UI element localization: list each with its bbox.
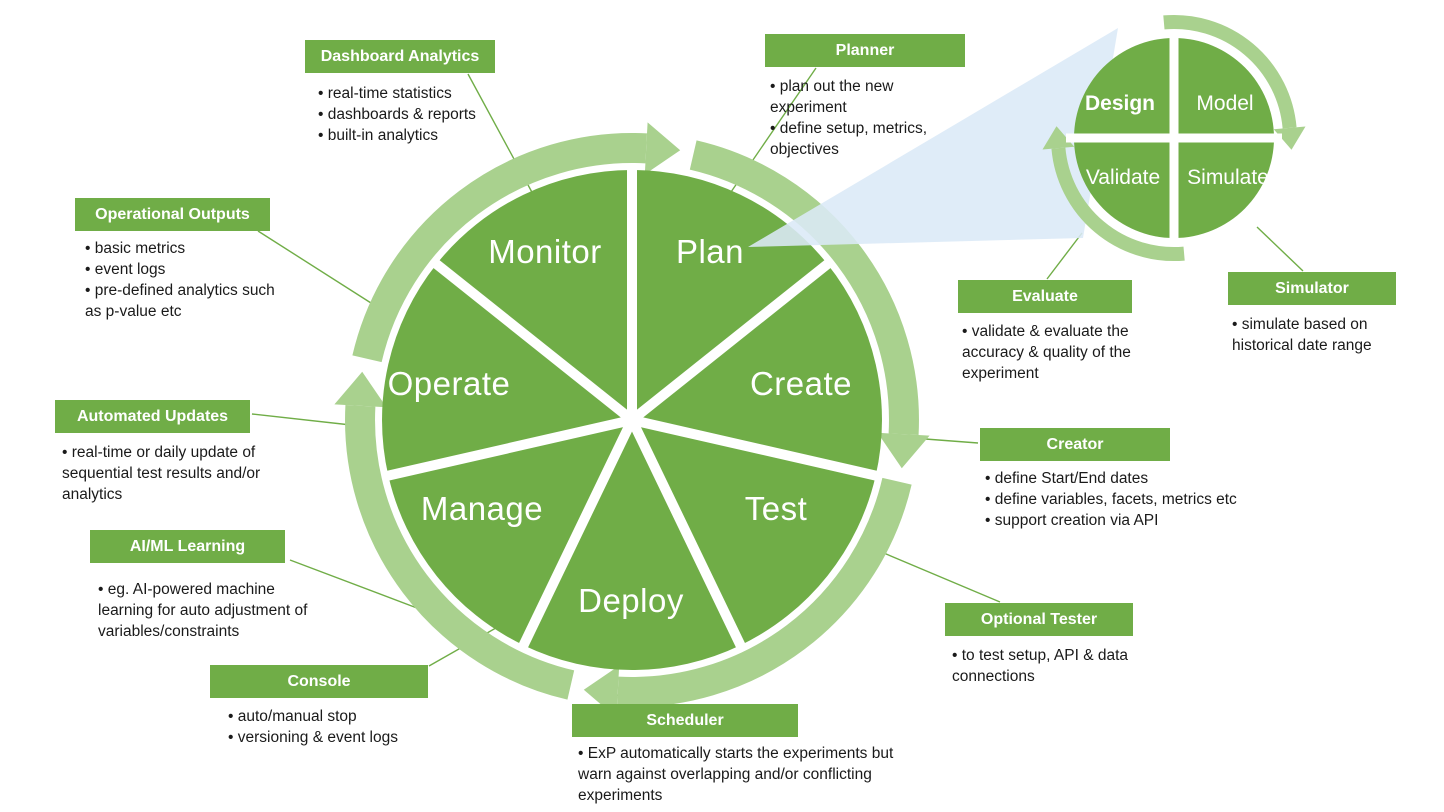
bullet-line: • validate & evaluate the accuracy & qua… [962, 323, 1131, 382]
callout-aiml-learning: AI/ML Learning • eg. AI-powered machine … [90, 530, 328, 642]
bullet-line: • support creation via API [985, 512, 1159, 529]
callout-title: AI/ML Learning [90, 530, 285, 563]
bullet-line: • plan out the new experiment [770, 78, 894, 116]
bullet-line: • ExP automatically starts the experimen… [578, 745, 894, 804]
callout-bullets: • simulate based on historical date rang… [1232, 314, 1417, 356]
bullet-line: • event logs [85, 261, 166, 278]
rotation-arc [617, 477, 912, 707]
bullet-line: • basic metrics [85, 240, 186, 257]
zoom-beam [748, 28, 1118, 247]
connector-automated [251, 413, 352, 426]
wheel-label-monitor: Monitor [488, 233, 602, 270]
callout-bullets: • eg. AI-powered machine learning for au… [98, 579, 328, 642]
rotation-arrow-icon [334, 371, 387, 408]
callout-optional-tester: Optional Tester • to test setup, API & d… [945, 603, 1133, 687]
bullet-line: • to test setup, API & data connections [952, 647, 1129, 685]
callout-bullets: • plan out the new experiment • define s… [770, 76, 940, 160]
connector-operational [257, 230, 372, 304]
connector-evaluate [1046, 232, 1083, 280]
callout-bullets: • basic metrics • event logs • pre-defin… [85, 238, 290, 322]
callout-bullets: • real-time or daily update of sequentia… [62, 442, 267, 505]
wheel-segments [382, 169, 882, 670]
callout-creator: Creator • define Start/End dates • defin… [980, 428, 1285, 531]
bullet-line: • versioning & event logs [228, 729, 398, 746]
callout-dashboard-analytics: Dashboard Analytics • real-time statisti… [305, 40, 518, 146]
bullet-line: • define setup, metrics, objectives [770, 120, 928, 158]
callout-title: Console [210, 665, 428, 698]
wheel-segment-monitor [436, 169, 632, 420]
callout-title: Optional Tester [945, 603, 1133, 636]
callout-title: Automated Updates [55, 400, 250, 433]
callout-console: Console • auto/manual stop • versioning … [210, 665, 448, 748]
callout-bullets: • real-time statistics • dashboards & re… [318, 83, 518, 146]
bullet-line: • built-in analytics [318, 127, 439, 144]
callout-bullets: • auto/manual stop • versioning & event … [228, 706, 448, 748]
wheel-segment-manage [388, 420, 632, 646]
bullet-line: • pre-defined analytics such as p-value … [85, 282, 275, 320]
callout-scheduler: Scheduler • ExP automatically starts the… [572, 704, 928, 806]
mini-label-design: Design [1085, 92, 1155, 115]
mini-rotation-arrow-icon [1273, 126, 1306, 150]
callout-automated-updates: Automated Updates • real-time or daily u… [55, 400, 267, 505]
wheel-segment-deploy [523, 420, 741, 670]
mini-quadrant-simulate [1174, 138, 1274, 238]
mini-rotation-arc [1051, 147, 1185, 262]
rotation-arc [345, 405, 575, 700]
mini-wheel: Design Model Validate Simulate [1042, 14, 1306, 262]
rotation-arc [352, 133, 647, 363]
wheel-segment-create [632, 264, 882, 476]
bullet-line: • auto/manual stop [228, 708, 357, 725]
bullet-line: • eg. AI-powered machine learning for au… [98, 581, 308, 640]
wheel-label-operate: Operate [388, 365, 511, 402]
wheel-segment-test [632, 420, 876, 646]
callout-simulator: Simulator • simulate based on historical… [1228, 272, 1417, 356]
mini-label-simulate: Simulate [1187, 166, 1269, 189]
callout-title: Operational Outputs [75, 198, 270, 231]
wheel-label-manage: Manage [421, 490, 543, 527]
rotation-arrow-icon [644, 122, 681, 175]
connector-tester [878, 550, 1001, 603]
connector-simulator [1256, 226, 1304, 272]
rotation-arrow-icon [877, 432, 930, 469]
bullet-line: • define Start/End dates [985, 470, 1149, 487]
bullet-line: • dashboards & reports [318, 106, 476, 123]
mini-quadrant-design [1074, 38, 1174, 138]
callout-bullets: • define Start/End dates • define variab… [985, 468, 1285, 531]
wheel-rotation-ring [334, 122, 930, 718]
callout-operational-outputs: Operational Outputs • basic metrics • ev… [75, 198, 290, 322]
callout-title: Dashboard Analytics [305, 40, 495, 73]
callout-planner: Planner • plan out the new experiment • … [765, 34, 965, 160]
bullet-line: • real-time statistics [318, 85, 452, 102]
callout-title: Creator [980, 428, 1170, 461]
rotation-arc [689, 140, 919, 435]
wheel-separators [383, 166, 881, 651]
mini-label-model: Model [1196, 92, 1253, 115]
mini-rotation-arrow-icon [1042, 126, 1075, 150]
mini-label-validate: Validate [1086, 166, 1160, 189]
wheel-label-create: Create [750, 365, 852, 402]
callout-title: Scheduler [572, 704, 798, 737]
callout-bullets: • validate & evaluate the accuracy & qua… [962, 321, 1172, 384]
callout-bullets: • ExP automatically starts the experimen… [578, 743, 928, 806]
callout-title: Evaluate [958, 280, 1132, 313]
callout-title: Planner [765, 34, 965, 67]
mini-rotation-arc [1163, 14, 1297, 129]
bullet-line: • define variables, facets, metrics etc [985, 491, 1237, 508]
bullet-line: • simulate based on historical date rang… [1232, 316, 1372, 354]
wheel-labels: Plan Create Test Deploy Manage Operate M… [388, 233, 852, 619]
wheel-label-deploy: Deploy [578, 582, 684, 619]
bullet-line: • real-time or daily update of sequentia… [62, 444, 261, 503]
wheel-label-plan: Plan [676, 233, 744, 270]
callout-title: Simulator [1228, 272, 1396, 305]
wheel-segment-operate [382, 264, 632, 476]
mini-quadrant-model [1174, 38, 1274, 138]
mini-quadrant-validate [1074, 138, 1174, 238]
callout-evaluate: Evaluate • validate & evaluate the accur… [958, 280, 1172, 384]
wheel-label-test: Test [745, 490, 808, 527]
callout-bullets: • to test setup, API & data connections [952, 645, 1132, 687]
